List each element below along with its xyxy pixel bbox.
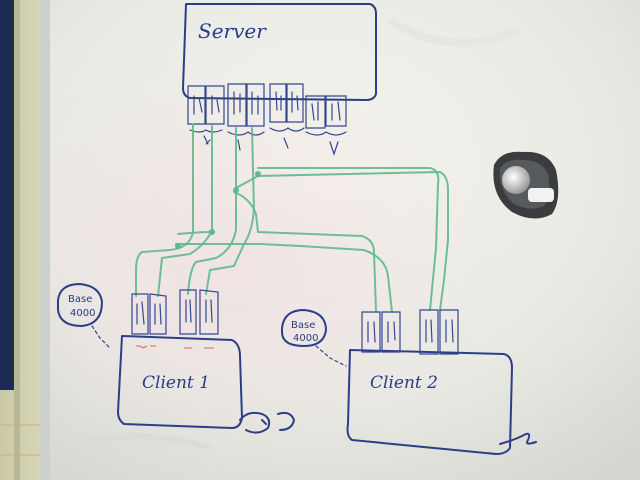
client2-base-line2: 4000 [293, 333, 318, 344]
magnet-holder [493, 151, 559, 219]
client1-base-line1: Base [68, 294, 92, 305]
client1-base-bubble: Base 4000 [57, 283, 111, 349]
client2-box: Client 2 Base 4000 [281, 309, 537, 455]
client2-ports [361, 309, 459, 355]
connection-wires [135, 123, 449, 313]
doodle [239, 411, 295, 434]
server-box: Server [182, 3, 377, 156]
client2-label: Client 2 [370, 373, 438, 393]
server-label: Server [198, 19, 267, 43]
client1-ports [131, 289, 219, 335]
client1-label: Client 1 [142, 373, 210, 393]
client2-base-bubble: Base 4000 [281, 309, 347, 367]
wall-post [0, 0, 14, 390]
server-ports [187, 83, 347, 156]
client1-box: Client 1 Base 4000 [57, 283, 295, 434]
doodle-squiggle [499, 432, 537, 445]
client2-base-line1: Base [291, 320, 315, 331]
client1-base-line2: 4000 [70, 308, 95, 319]
